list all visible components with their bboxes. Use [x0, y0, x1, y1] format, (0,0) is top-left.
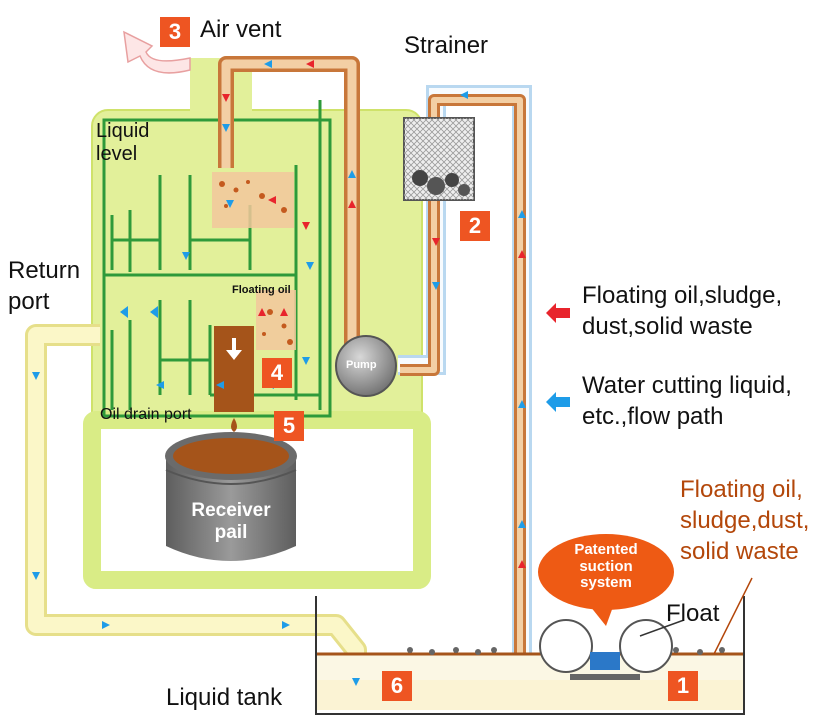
legend-red-text: Floating oil,sludge, dust,solid waste [582, 282, 783, 341]
badge-2: 2 [460, 211, 490, 241]
oil-drain-pipe [214, 326, 254, 432]
badge-1: 1 [668, 671, 698, 701]
liquid-level-label: Liquid level [96, 120, 150, 165]
floating-oil-right-label: Floating oil, sludge,dust, solid waste [680, 476, 810, 566]
oil-drain-port-label: Oil drain port [100, 406, 192, 423]
legend-blue-arrow-icon [546, 392, 570, 412]
patented-suction-label: Patented suction system [574, 541, 638, 591]
strainer-box [403, 117, 475, 201]
pump-icon [335, 335, 397, 397]
receiver-pail-label: Receiver pail [191, 500, 271, 543]
strainer-label: Strainer [404, 32, 489, 59]
baffles [104, 100, 322, 410]
return-port-label: Return port [8, 257, 81, 316]
legend-red-arrow-icon [546, 303, 570, 323]
flow-arrows-red [222, 60, 526, 568]
badge-3: 3 [160, 17, 190, 47]
receiver-pail-icon [165, 432, 297, 561]
oil-chamber [212, 172, 296, 350]
pump-label: Pump [346, 359, 377, 371]
oil-pointer-line [713, 577, 753, 655]
badge-4: 4 [262, 358, 292, 388]
liquid-tank-label: Liquid tank [166, 684, 283, 711]
float-icon [539, 619, 685, 680]
air-vent-label: Air vent [200, 16, 282, 43]
badge-6: 6 [382, 671, 412, 701]
legend-blue-text: Water cutting liquid, etc.,flow path [582, 372, 792, 431]
air-vent-arrow-icon [123, 30, 191, 74]
float-label: Float [666, 600, 720, 627]
badge-5: 5 [274, 411, 304, 441]
patented-bubble [538, 534, 674, 626]
floating-oil-small-label: Floating oil [232, 284, 291, 296]
